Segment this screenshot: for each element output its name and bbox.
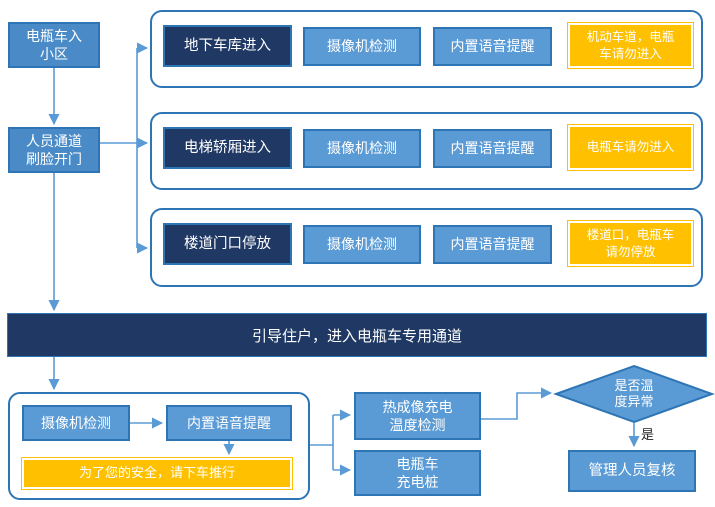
node-label: 热成像充电 温度检测 <box>382 398 453 433</box>
node-label: 机动车道，电瓶 车请勿进入 <box>586 30 675 61</box>
node-label: 摄像机检测 <box>327 38 397 55</box>
node-label: 电瓶车入 小区 <box>26 27 82 62</box>
node-label: 楼道口，电瓶车 请勿停放 <box>586 228 675 259</box>
node-channel-safety-warning: 为了您的安全，请下车推行 <box>21 457 293 490</box>
node-label: 内置语音提醒 <box>450 236 535 253</box>
edge-label-yes: 是 <box>641 427 655 442</box>
node-label: 电梯轿厢进入 <box>184 139 271 156</box>
node-label: 地下车库进入 <box>184 37 271 54</box>
node-elevator-voice-reminder: 内置语音提醒 <box>433 129 552 168</box>
node-face-recognition-gate: 人员通道 刷脸开门 <box>8 127 100 173</box>
node-garage-warning-message: 机动车道，电瓶 车请勿进入 <box>567 22 694 69</box>
node-garage-camera-detect: 摄像机检测 <box>303 27 421 66</box>
node-label: 摄像机检测 <box>327 236 397 253</box>
node-label: 是否温 度异常 <box>614 377 654 409</box>
decision-diamond-shape <box>553 364 715 424</box>
node-channel-camera-detect: 摄像机检测 <box>22 405 130 441</box>
node-label: 电瓶车请勿进入 <box>586 140 675 155</box>
node-label: 电瓶车 充电桩 <box>396 455 439 490</box>
node-charging-pile: 电瓶车 充电桩 <box>354 450 481 496</box>
node-corridor-warning-message: 楼道口，电瓶车 请勿停放 <box>567 220 694 267</box>
node-garage-voice-reminder: 内置语音提醒 <box>433 27 552 66</box>
node-label: 内置语音提醒 <box>187 414 271 431</box>
node-manager-review: 管理人员复核 <box>568 450 696 492</box>
node-thermal-imaging-detect: 热成像充电 温度检测 <box>354 392 481 440</box>
node-elevator-camera-detect: 摄像机检测 <box>303 129 421 168</box>
node-label: 内置语音提醒 <box>450 140 535 157</box>
node-label: 摄像机检测 <box>327 140 397 157</box>
node-ebike-enter-community: 电瓶车入 小区 <box>8 22 100 68</box>
node-label: 摄像机检测 <box>41 414 111 431</box>
decision-temperature-abnormal: 是否温 度异常 <box>596 366 672 422</box>
banner-guide-dedicated-channel: 引导住户，进入电瓶车专用通道 <box>7 313 707 357</box>
node-corridor-parking: 楼道门口停放 <box>163 223 292 265</box>
node-elevator-warning-message: 电瓶车请勿进入 <box>567 124 694 171</box>
banner-label: 引导住户，进入电瓶车专用通道 <box>251 327 462 345</box>
node-elevator-entry: 电梯轿厢进入 <box>163 127 292 169</box>
node-corridor-voice-reminder: 内置语音提醒 <box>433 225 552 264</box>
node-garage-entry: 地下车库进入 <box>163 25 292 67</box>
node-label: 楼道门口停放 <box>184 235 271 252</box>
node-label: 为了您的安全，请下车推行 <box>78 465 235 481</box>
node-label: 内置语音提醒 <box>450 38 535 55</box>
node-channel-voice-reminder: 内置语音提醒 <box>166 405 292 441</box>
node-label: 人员通道 刷脸开门 <box>26 132 82 167</box>
node-corridor-camera-detect: 摄像机检测 <box>303 225 421 264</box>
node-label: 管理人员复核 <box>588 462 676 479</box>
connector-thermal-to-decision <box>481 387 553 420</box>
